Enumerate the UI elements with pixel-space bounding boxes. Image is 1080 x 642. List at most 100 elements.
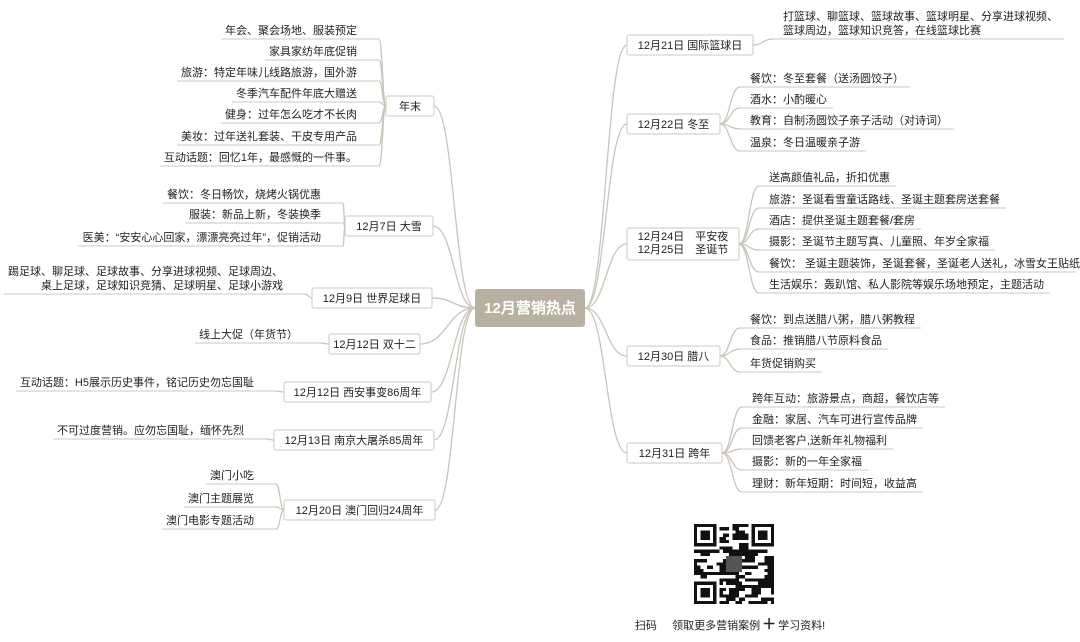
branch-label: 12月24日 平安夜 — [638, 229, 728, 243]
branch-label: 12月25日 圣诞节 — [638, 242, 728, 256]
branch-label: 12月30日 腊八 — [638, 350, 710, 363]
leaf-text: 餐饮： 圣诞主题装饰，圣诞套餐，圣诞老人送礼，冰雪女王贴纸 — [769, 256, 1080, 270]
leaf-text: 温泉：冬日温暖亲子游 — [750, 135, 860, 149]
leaf-text: 澳门主题展览 — [188, 491, 254, 505]
leaf-text: 澳门电影专题活动 — [166, 513, 254, 527]
leaf-link — [319, 342, 330, 345]
leaf-link — [378, 105, 387, 167]
leaf-text: 互动话题：回忆1年，最感慨的一件事。 — [164, 150, 357, 164]
leaf-link — [719, 107, 741, 125]
branch-label: 年末 — [399, 99, 421, 113]
branch-node-box — [328, 333, 421, 355]
leaf-link — [738, 185, 760, 245]
branch-link-3 — [419, 307, 476, 345]
leaf-text: 服装：新品上新，冬装换季 — [189, 207, 321, 221]
branch-label: 12月12日 西安事变86周年 — [294, 385, 422, 399]
leaf-text: 餐饮：冬日畅饮，烧烤火锅优惠 — [167, 187, 321, 201]
leaf-text: 教育：自制汤圆饺子亲子活动（对诗词） — [750, 113, 948, 127]
branch-label: 12月12日 双十二 — [333, 337, 416, 351]
leaf-link — [719, 355, 741, 373]
branch-label: 12月9日 世界足球日 — [323, 291, 421, 305]
branch-nodes: 年末 12月7日 大雪 12月9日 世界足球日 12月12日 双十二 12月12日 西安… — [273, 34, 754, 521]
root-node: 12月营销热点 — [475, 289, 585, 327]
branch-link-r3 — [584, 307, 628, 357]
root-title: 12月营销热点 — [484, 299, 576, 317]
leaf-text: 不可过度营销。应勿忘国耻，缅怀先烈 — [57, 423, 244, 437]
qr-caption: 扫码 领取更多营销案例＋学习资料! — [600, 614, 860, 634]
branch-node-box — [626, 442, 723, 464]
leaf-text: 餐饮：到点送腊八粥，腊八粥教程 — [750, 312, 915, 326]
branch-node-box — [385, 95, 435, 117]
qr-caption-text-2: 学习资料! — [778, 620, 826, 632]
qr-code-image — [694, 524, 774, 604]
root-box — [475, 289, 585, 327]
leaf-text: 跨年互动：旅游景点，商超，餐饮店等 — [752, 391, 939, 405]
leaf-text: 金融：家居、汽车可进行宣传品牌 — [752, 412, 917, 426]
branch-node-box — [273, 429, 435, 451]
branch-link-r1 — [584, 123, 628, 309]
branch-label: 12月7日 大雪 — [356, 219, 421, 233]
leaf-text: 理财：新年短期：时间短，收益高 — [752, 476, 917, 490]
leaf-text: 澳门小吃 — [210, 468, 254, 482]
branch-node-box — [311, 287, 433, 309]
branch-label: 12月20日 澳门回归24周年 — [296, 503, 424, 517]
branch-label: 12月31日 跨年 — [639, 446, 711, 460]
leaf-link — [738, 207, 760, 245]
qr-code[interactable] — [694, 524, 774, 604]
branch-link-4 — [430, 307, 476, 393]
leaf-text: 桌上足球，足球知识竞猜、足球明星、足球小游戏 — [41, 278, 283, 292]
leaf-link — [721, 452, 743, 471]
leaf-link — [738, 243, 760, 294]
branch-link-0 — [433, 105, 476, 309]
leaf-link — [721, 406, 743, 454]
leaf-text: 年货促销购买 — [750, 356, 816, 370]
branch-label: 12月21日 国际篮球日 — [638, 38, 743, 52]
leaf-text: 家具家纺年底促销 — [269, 44, 357, 58]
leaf-text: 旅游：特定年味儿线路旅游，国外游 — [181, 65, 357, 79]
leaf-text: 年会、聚会场地、服装预定 — [225, 23, 357, 37]
leaf-link — [719, 86, 741, 125]
leaf-text: 餐饮：冬至套餐（送汤圆饺子） — [750, 71, 904, 85]
leaf-underlines — [4, 38, 1076, 530]
plus-icon: ＋ — [762, 616, 777, 632]
branch-label: 12月13日 南京大屠杀85周年 — [285, 433, 424, 447]
leaf-text: 生活娱乐：轰趴馆、私人影院等娱乐场地预定，主题活动 — [769, 277, 1044, 291]
leaf-link — [265, 438, 275, 441]
branch-link-r4 — [584, 307, 628, 454]
leaf-text: 食品：推销腊八节原料食品 — [750, 333, 882, 347]
leaf-text: 线上大促（年货节） — [199, 327, 298, 341]
leaf-text: 旅游：圣诞看雪童话路线、圣诞主题套房送套餐 — [769, 192, 1000, 206]
branch-link-2 — [431, 297, 476, 309]
leaf-text: 篮球周边，篮球知识竞答，在线篮球比赛 — [783, 23, 981, 37]
leaf-text: 踢足球、聊足球、足球故事、分享进球视频、足球周边、 — [8, 264, 283, 278]
leaf-link — [752, 38, 774, 46]
leaf-text: 摄影：新的一年全家福 — [752, 454, 862, 468]
leaf-link — [275, 390, 285, 393]
branch-node-box — [626, 345, 721, 367]
branch-node-box — [626, 227, 740, 261]
branch-node-box — [283, 499, 436, 521]
branch-node-box — [626, 113, 721, 135]
leaf-text: 健身：过年怎么吃才不长肉 — [225, 107, 357, 121]
leaf-link — [275, 509, 285, 530]
branch-link-6 — [434, 307, 476, 511]
qr-caption-text-1: 领取更多营销案例 — [672, 620, 761, 632]
leaf-text: 酒水：小酌暖心 — [750, 93, 827, 106]
branch-node-box — [283, 381, 432, 403]
qr-scan-text: 扫码 — [634, 620, 657, 632]
leaf-text: 送高颜值礼品，折扣优惠 — [769, 170, 890, 184]
leaf-link — [275, 483, 285, 511]
leaf-text: 酒店：提供圣诞主题套餐/套房 — [769, 213, 915, 227]
leaf-link — [719, 123, 741, 152]
leaf-text: 美妆：过年送礼套装、干皮专用产品 — [181, 129, 357, 143]
branch-link-r0 — [584, 44, 628, 309]
leaf-text: 医美：“安安心心回家，漂漂亮亮过年”，促销活动 — [83, 230, 321, 244]
branch-node-box — [626, 34, 754, 56]
branch-link-1 — [432, 225, 476, 309]
leaf-text: 打篮球、聊篮球、篮球故事、篮球明星、分享进球视频、 — [783, 9, 1058, 23]
branch-link-r2 — [584, 243, 628, 309]
branch-label: 12月22日 冬至 — [638, 117, 710, 131]
leaf-text: 回馈老客户,送新年礼物福利 — [752, 433, 887, 447]
leaf-link — [721, 452, 743, 493]
